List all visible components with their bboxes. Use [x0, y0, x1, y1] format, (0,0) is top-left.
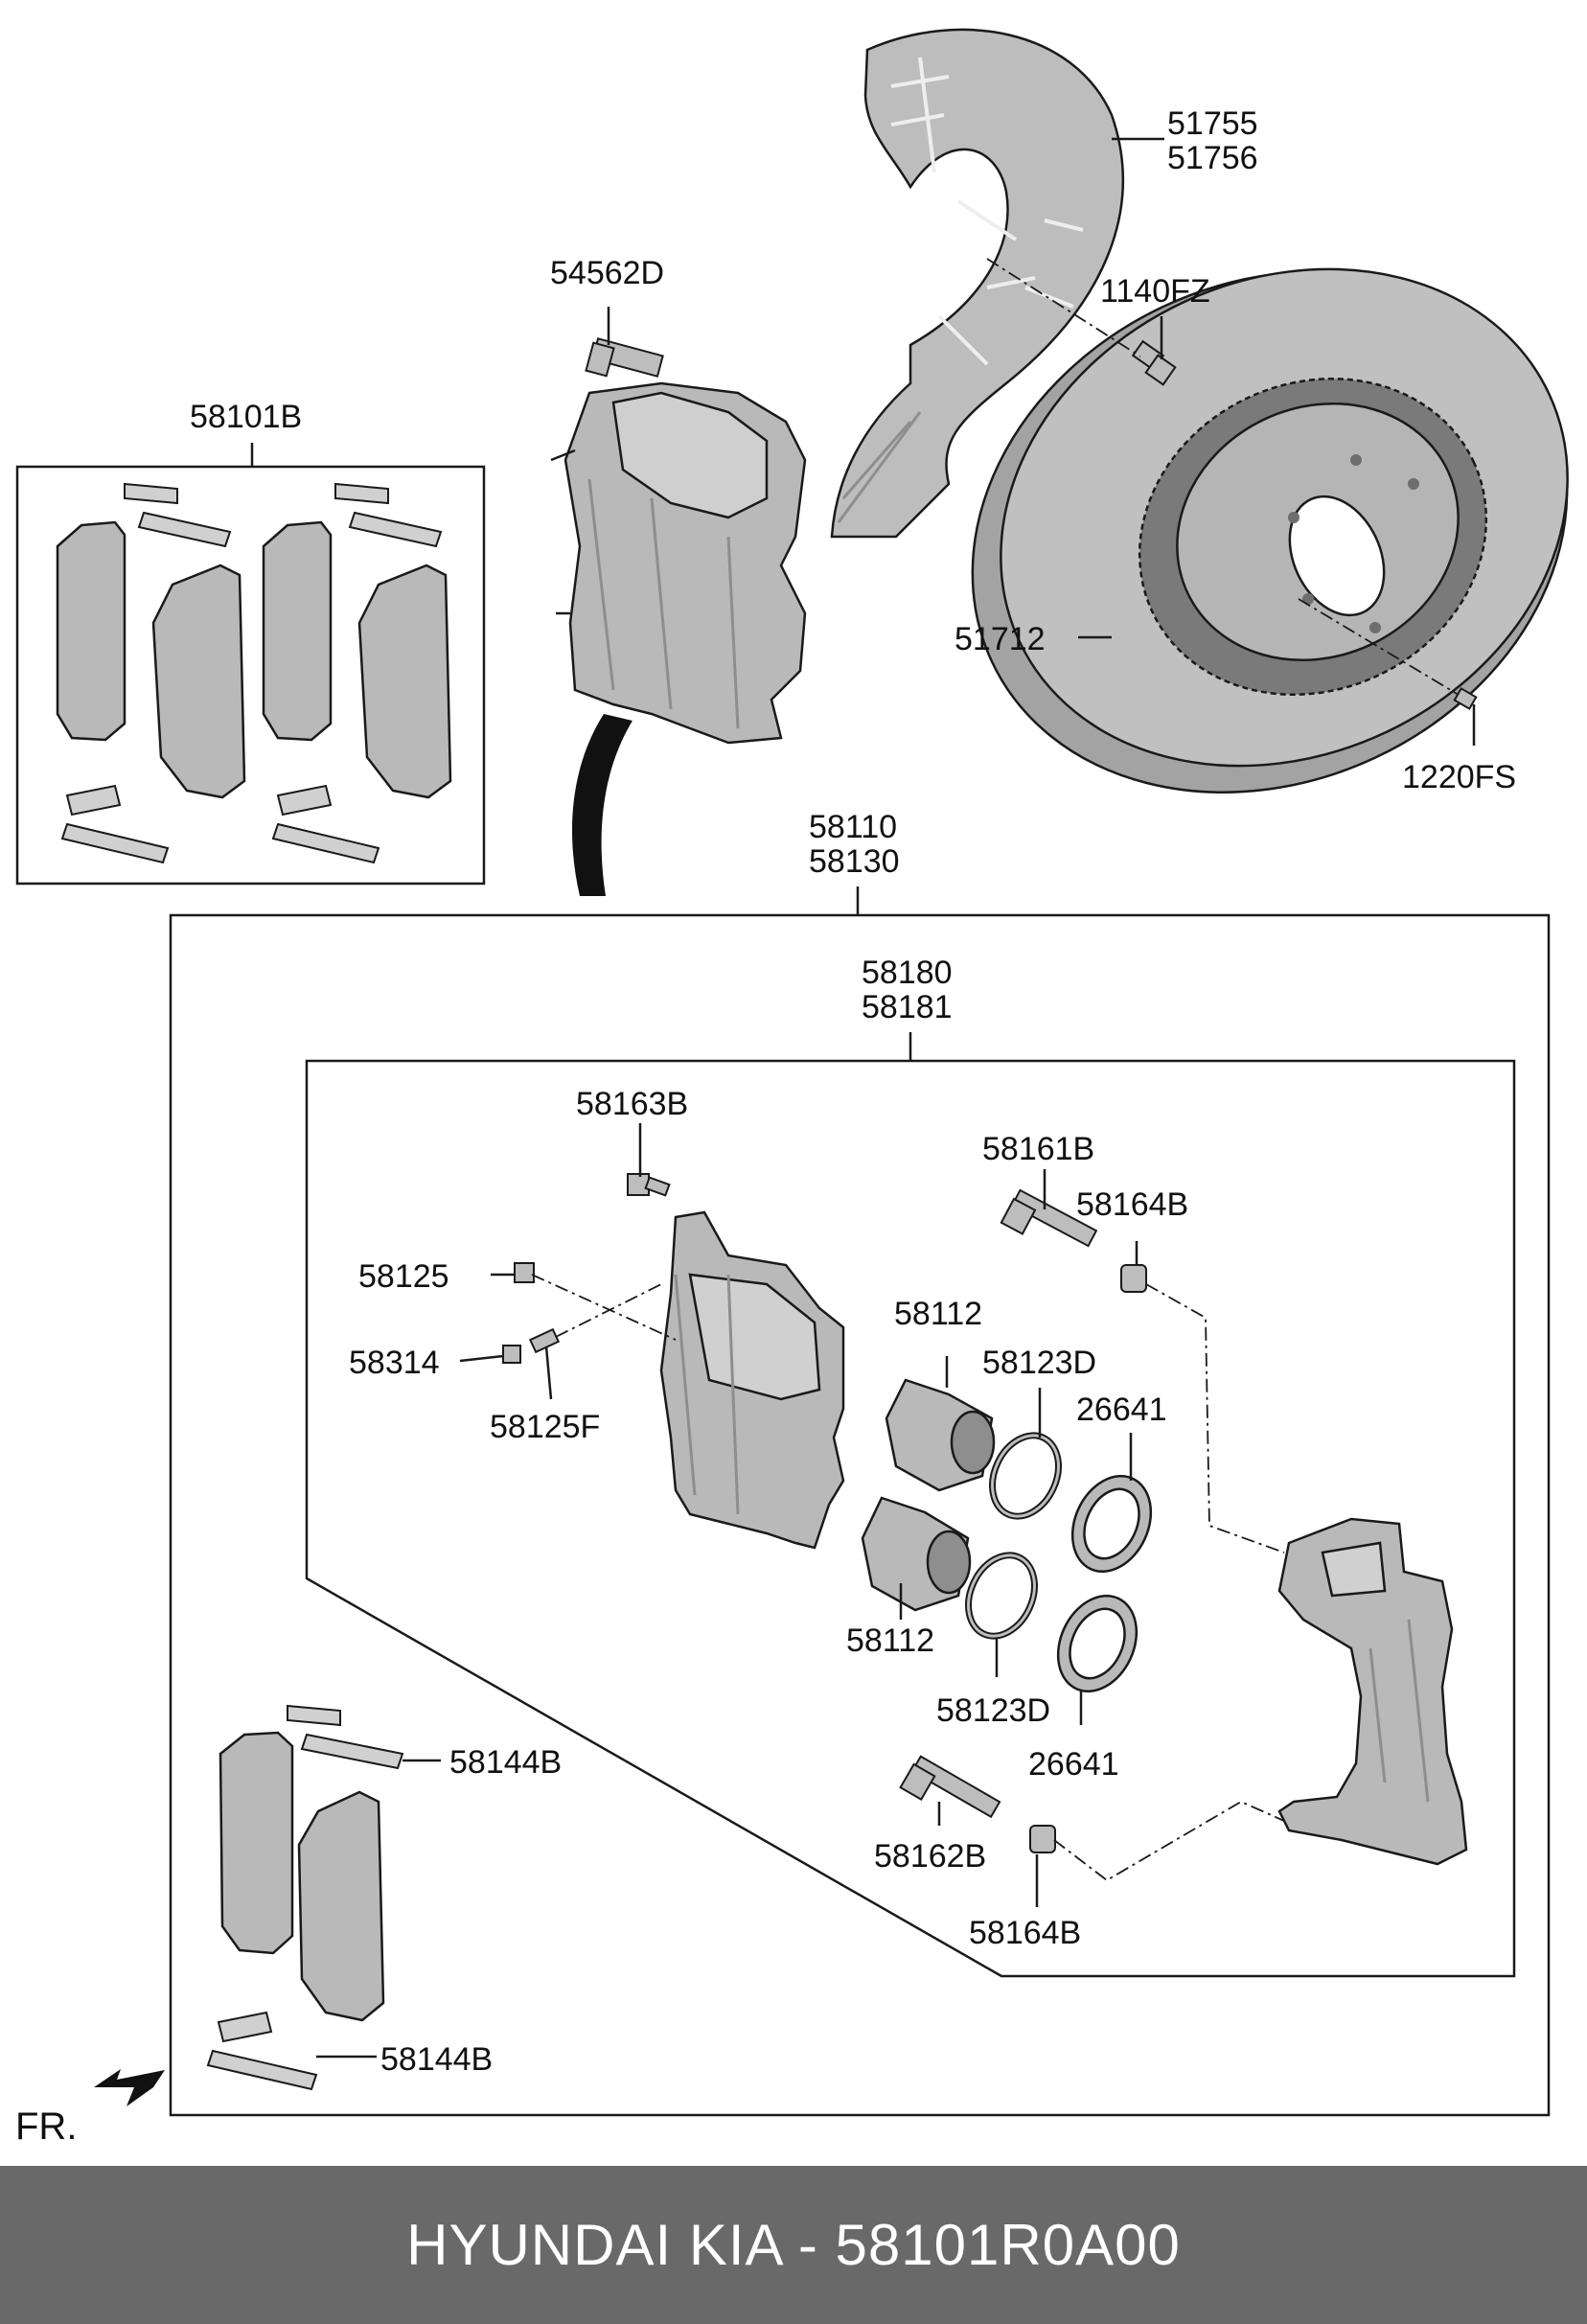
label-58180: 58180	[862, 955, 953, 991]
bushing-58164b-top	[1120, 1264, 1147, 1293]
label-58112-bottom: 58112	[846, 1622, 934, 1659]
piston-seal-top	[989, 1432, 1062, 1520]
label-58130: 58130	[809, 843, 900, 880]
label-58110: 58110	[809, 809, 897, 845]
label-1140fz: 1140FZ	[1100, 273, 1210, 310]
label-58123d-bottom: 58123D	[936, 1692, 1050, 1729]
footer-title: HYUNDAI KIA - 58101R0A00	[406, 2213, 1181, 2277]
label-26641-bottom: 26641	[1028, 1746, 1119, 1783]
label-58314: 58314	[349, 1345, 440, 1381]
pad-kit-bottom	[206, 1704, 404, 2091]
part-labels: 51755 51756 54562D 1140FZ 58101B 51712 1…	[15, 105, 1516, 2148]
label-58181: 58181	[862, 989, 953, 1025]
piston-seal-bottom	[965, 1552, 1038, 1640]
pad-kit-box	[15, 465, 486, 886]
label-58164b-bottom: 58164B	[969, 1915, 1081, 1951]
dust-boot-top	[1070, 1474, 1153, 1574]
label-51756: 51756	[1167, 140, 1258, 176]
front-marker: FR.	[15, 2105, 77, 2148]
bushing-58164b-bottom	[1029, 1825, 1056, 1853]
label-58144b-bottom: 58144B	[380, 2041, 493, 2078]
guide-pin-58162b	[899, 1755, 1001, 1819]
bolt-1140fz	[1131, 339, 1177, 386]
label-54562d: 54562D	[550, 255, 664, 291]
exploded-view-arrow	[572, 714, 632, 896]
label-1220fs: 1220FS	[1402, 759, 1516, 795]
label-58162b: 58162B	[874, 1838, 986, 1875]
brake-disc	[971, 267, 1569, 794]
dust-shield	[830, 28, 1124, 539]
piston-top	[885, 1378, 996, 1492]
label-58164b-top: 58164B	[1076, 1186, 1188, 1223]
label-58123d-top: 58123D	[982, 1345, 1096, 1381]
piston-bottom	[861, 1496, 972, 1612]
caliper-housing	[659, 1210, 845, 1550]
bolt-54562d	[585, 337, 664, 378]
label-58125f: 58125F	[490, 1409, 600, 1445]
label-58101b: 58101B	[190, 399, 302, 435]
pad-kit-top	[56, 482, 452, 864]
leader-lines	[250, 137, 1476, 2059]
label-26641-top: 26641	[1076, 1392, 1167, 1428]
front-arrow-icon	[94, 2069, 165, 2106]
kit-boxes	[15, 465, 1551, 2117]
guide-pin-58161b	[1000, 1188, 1098, 1248]
brake-parts-diagram: 51755 51756 54562D 1140FZ 58101B 51712 1…	[15, 28, 1569, 2148]
caliper-assembly-box	[169, 913, 1551, 2117]
label-58112-top: 58112	[894, 1296, 982, 1332]
label-58125: 58125	[358, 1258, 449, 1295]
bleeder-parts	[502, 1262, 561, 1364]
bolt-58163b	[627, 1173, 671, 1197]
caliper-carrier	[1277, 1517, 1468, 1866]
label-51755: 51755	[1167, 105, 1258, 142]
footer-banner: HYUNDAI KIA - 58101R0A00	[0, 2166, 1587, 2324]
caliper-assembly-top	[550, 381, 807, 745]
label-58163b: 58163B	[576, 1086, 688, 1122]
alignment-dash-lines	[531, 258, 1460, 1882]
caliper-housing-box	[305, 1059, 1516, 1978]
dust-boot-bottom	[1056, 1594, 1138, 1693]
label-58144b-top: 58144B	[449, 1744, 562, 1781]
label-51712: 51712	[954, 621, 1046, 657]
label-58161b: 58161B	[982, 1131, 1094, 1167]
